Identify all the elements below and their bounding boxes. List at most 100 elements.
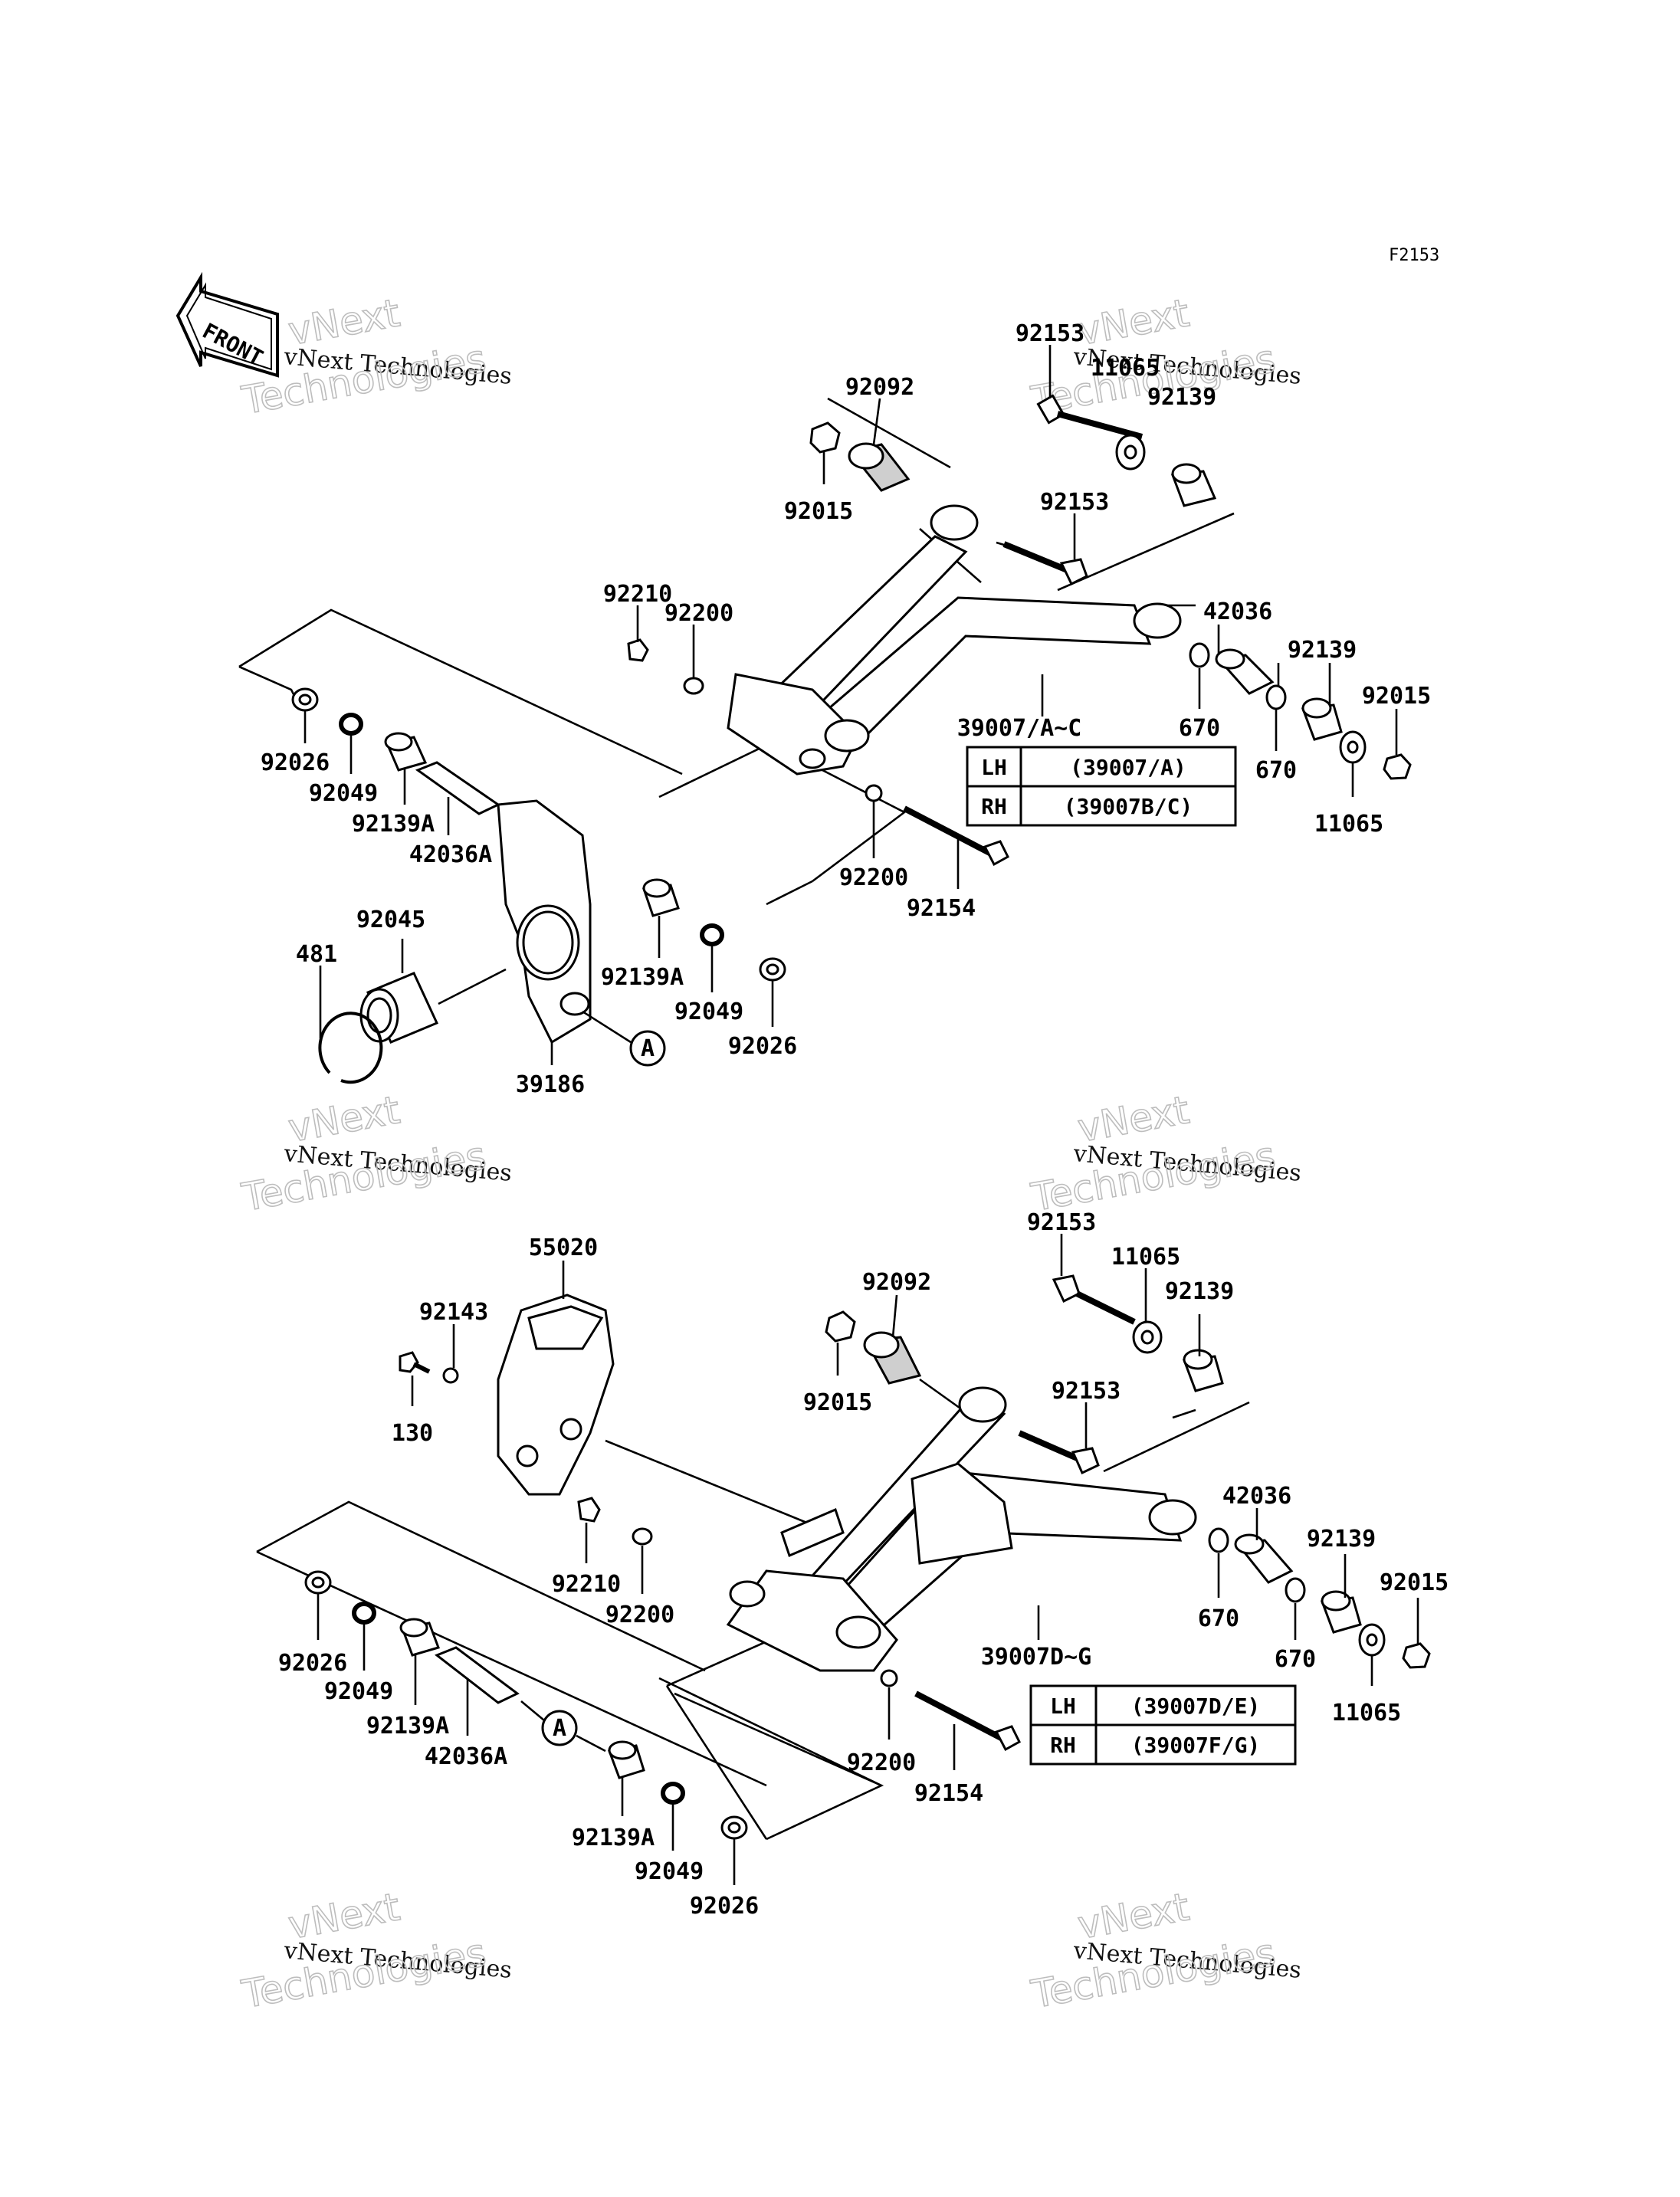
upper-side-table: LH (39007/A) RH (39007B/C) [966, 746, 1237, 827]
table-parts: (39007B/C) [1064, 794, 1193, 819]
bolt-92153-upper-a [1036, 394, 1144, 440]
label-92015: 92015 [784, 498, 853, 525]
label-39186: 39186 [516, 1071, 585, 1098]
a-arm-upper [727, 504, 1182, 776]
label-670: 670 [1255, 757, 1297, 784]
circle-ref-a-upper: A [582, 1010, 666, 1067]
upper-leaders [304, 345, 1398, 1065]
washer-92026-lower-a [304, 1570, 332, 1595]
guard-55020 [497, 1294, 615, 1496]
label-11065: 11065 [1314, 811, 1383, 838]
label-92026: 92026 [261, 749, 330, 776]
label-92139A: 92139A [352, 811, 435, 838]
label-92049: 92049 [309, 780, 378, 807]
nut-92210-upper [627, 638, 649, 662]
label-11065: 11065 [1332, 1700, 1401, 1726]
table-parts: (39007/A) [1070, 755, 1186, 780]
label-92049: 92049 [674, 998, 743, 1025]
washer-670-lower-a [1208, 1527, 1229, 1553]
collar-42036A-lower [435, 1646, 520, 1704]
lower-side-table: LH (39007D/E) RH (39007F/G) [1029, 1684, 1297, 1766]
oring-92049-upper-b [700, 923, 724, 946]
label-92200: 92200 [664, 600, 733, 627]
label-92139: 92139 [1307, 1526, 1376, 1553]
collar-42036-lower [1234, 1533, 1294, 1584]
label-92045: 92045 [356, 907, 425, 933]
label-92092: 92092 [845, 374, 914, 401]
watermark: vNext vNext Technologies Technologies [238, 290, 513, 424]
label-92153: 92153 [1052, 1378, 1121, 1405]
label-92153: 92153 [1016, 320, 1084, 347]
label-92015: 92015 [1362, 683, 1431, 710]
bolt-92154-lower [880, 1669, 1021, 1752]
washer-11065-lower-b [1358, 1623, 1386, 1657]
table-side: RH [981, 794, 1007, 819]
label-92139A: 92139A [601, 964, 684, 991]
oring-92049-lower-a [352, 1602, 376, 1625]
knuckle-39186 [497, 799, 592, 1044]
circlip-481 [318, 1012, 383, 1084]
label-92200: 92200 [839, 864, 908, 891]
table-side: RH [1050, 1733, 1076, 1758]
washer-11065-upper-b [1339, 730, 1367, 764]
label-39007: 39007/A~C [957, 715, 1082, 742]
svg-text:Technologies: Technologies [1028, 1930, 1278, 2017]
bolt-92153-lower-a [1052, 1274, 1136, 1325]
label-92153: 92153 [1040, 489, 1109, 516]
bushing-92139A-upper-b [641, 878, 680, 917]
oring-92049-lower-b [661, 1782, 685, 1805]
label-39007: 39007D~G [981, 1644, 1092, 1671]
table-side: LH [981, 755, 1007, 780]
label-55020: 55020 [529, 1235, 598, 1261]
collar-42036A-upper [415, 761, 500, 815]
label-92026: 92026 [690, 1893, 759, 1920]
washer-92026-lower-b [720, 1815, 748, 1840]
label-92143: 92143 [419, 1299, 488, 1326]
svg-text:Technologies: Technologies [238, 1930, 489, 2017]
label-92139A: 92139A [572, 1825, 655, 1851]
label-92154: 92154 [914, 1780, 983, 1807]
watermark: vNext vNext Technologies Technologies [1027, 1884, 1302, 2018]
figure-code: F2153 [1389, 246, 1439, 265]
bushing-92139A-upper-a [384, 732, 428, 772]
washer-11065-upper-a [1115, 434, 1146, 471]
lower-part-labels: 55020 92143 130 92092 92015 92153 11065 … [278, 1209, 1449, 1920]
nut-92015-lower-a [825, 1310, 856, 1343]
label-92026: 92026 [278, 1650, 347, 1677]
label-92200: 92200 [847, 1749, 916, 1776]
watermark: vNext vNext Technologies Technologies [238, 1087, 513, 1221]
label-11065: 11065 [1091, 355, 1160, 382]
label-92210: 92210 [603, 581, 672, 608]
label-92154: 92154 [907, 895, 976, 922]
label-130: 130 [392, 1420, 433, 1447]
table-parts: (39007D/E) [1131, 1694, 1261, 1719]
bolt-92153-lower-b [1018, 1430, 1100, 1475]
label-670: 670 [1275, 1646, 1316, 1673]
label-92153: 92153 [1027, 1209, 1096, 1236]
a-arm-lower [726, 1386, 1197, 1672]
bolt-92153-upper-b [1002, 541, 1088, 586]
label-92200: 92200 [605, 1602, 674, 1628]
svg-text:A: A [641, 1035, 655, 1062]
label-92139A: 92139A [366, 1713, 449, 1740]
label-42036A: 42036A [409, 841, 492, 868]
nut-92015-upper-b [1383, 753, 1412, 780]
label-92210: 92210 [552, 1571, 621, 1598]
front-arrow-icon: FRONT [176, 271, 279, 378]
washer-92200-lower-a [632, 1527, 653, 1546]
washer-670-lower-b [1285, 1577, 1306, 1603]
oring-92049-upper-a [339, 713, 363, 736]
washer-670-upper-a [1189, 642, 1210, 668]
washer-92143 [442, 1367, 459, 1384]
watermark: vNext vNext Technologies Technologies [1027, 1087, 1302, 1221]
washer-11065-lower-a [1132, 1320, 1163, 1354]
bushing-92139-lower-a [1182, 1349, 1224, 1392]
label-92015: 92015 [1380, 1569, 1449, 1596]
label-481: 481 [296, 941, 337, 968]
svg-text:A: A [553, 1715, 566, 1742]
upper-part-labels: 92153 11065 92139 92092 92015 92153 9221… [261, 320, 1431, 1098]
label-670: 670 [1198, 1605, 1239, 1632]
label-92049: 92049 [635, 1858, 704, 1885]
label-92139: 92139 [1165, 1278, 1234, 1305]
